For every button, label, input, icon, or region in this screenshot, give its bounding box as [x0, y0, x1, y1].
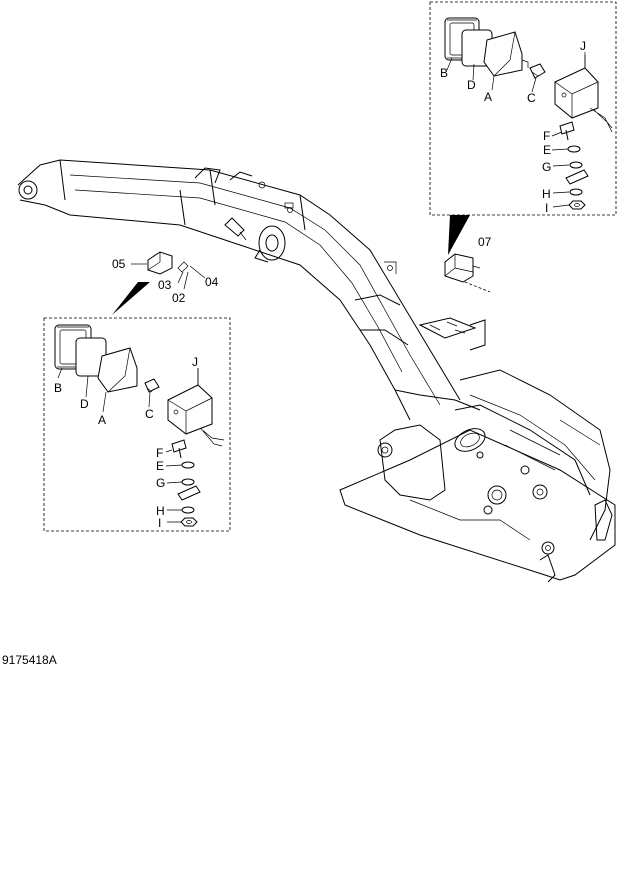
label-left-c: C — [145, 407, 154, 421]
lamp-body-j-part-left — [167, 368, 225, 447]
label-top-c: C — [527, 91, 536, 105]
label-left-d: D — [80, 397, 89, 411]
washer-h-part-left — [181, 506, 195, 514]
washer-e-part — [567, 145, 581, 153]
label-top-h: H — [542, 187, 551, 201]
callout-04: 04 — [205, 275, 219, 289]
fastener-callouts-02-03-04: 03 02 04 — [158, 261, 219, 305]
label-top-g: G — [542, 160, 551, 174]
washer-h-part — [569, 188, 583, 196]
screw-f-part — [559, 121, 575, 141]
label-top-f: F — [543, 129, 550, 143]
label-left-i: I — [158, 516, 161, 530]
label-top-e: E — [543, 143, 551, 157]
callout-05: 05 — [112, 257, 126, 271]
figure-code: 9175418A — [2, 653, 57, 667]
label-top-j: J — [580, 39, 586, 53]
label-left-h: H — [156, 504, 165, 518]
label-top-d: D — [467, 78, 476, 92]
base-frame-assembly — [339, 279, 616, 583]
callout-02: 02 — [172, 291, 186, 305]
label-top-a: A — [484, 90, 492, 104]
label-left-b: B — [54, 381, 62, 395]
label-left-j: J — [192, 355, 198, 369]
label-top-i: I — [545, 201, 548, 215]
label-left-f: F — [156, 446, 163, 460]
light-07-callout: 07 — [444, 235, 492, 283]
callout-07: 07 — [478, 235, 492, 249]
washer-g-part — [569, 161, 583, 169]
bulb-c-part-left — [144, 378, 160, 393]
label-left-e: E — [156, 459, 164, 473]
washer-e-part-left — [181, 461, 195, 469]
label-top-b: B — [440, 66, 448, 80]
light-05-callout: 05 — [112, 251, 173, 275]
callout-03: 03 — [158, 278, 172, 292]
label-left-a: A — [98, 413, 106, 427]
detail-pointer-right — [448, 215, 470, 255]
label-left-g: G — [156, 476, 165, 490]
detail-pointer-left — [112, 282, 150, 315]
bulb-c-part — [529, 63, 546, 79]
nut-i-part-left — [180, 517, 198, 527]
lamp-body-j-part — [554, 55, 613, 133]
detail-view-top-right: B D A C J F E G H I — [429, 1, 617, 216]
detail-view-lower-left: B D A C J F E G H I — [43, 317, 231, 532]
nut-i-part — [568, 200, 586, 210]
screw-f-part-left — [171, 439, 187, 459]
washer-g-part-left — [181, 478, 195, 486]
boom-assembly — [17, 159, 481, 421]
